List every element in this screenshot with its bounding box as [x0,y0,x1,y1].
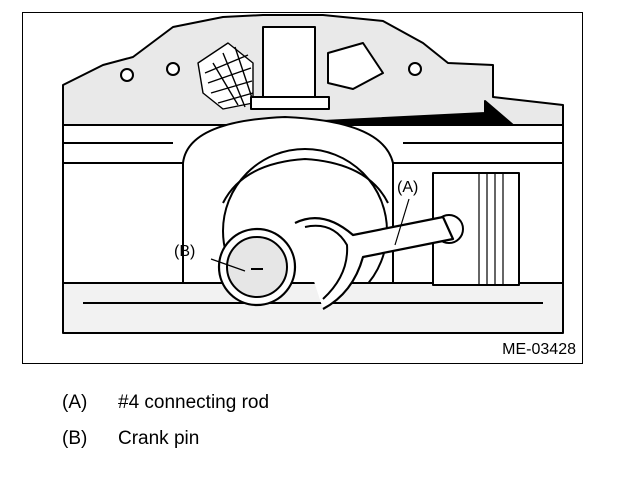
right-device [327,42,384,90]
engine-crankcase-illustration [62,14,564,334]
figure-id: ME-03428 [502,341,576,358]
legend-label: Crank pin [118,428,200,449]
legend-key: (A) [62,392,88,413]
legend-label: #4 connecting rod [118,392,270,413]
leader-line-b [210,258,246,272]
diagram-frame: (A) (B) ME-03428 [22,12,583,364]
leader-line-a [394,198,410,246]
callout-a: (A) [397,179,419,196]
legend-key: (B) [62,428,88,449]
callout-b: (B) [174,243,196,260]
center-block [262,26,316,98]
